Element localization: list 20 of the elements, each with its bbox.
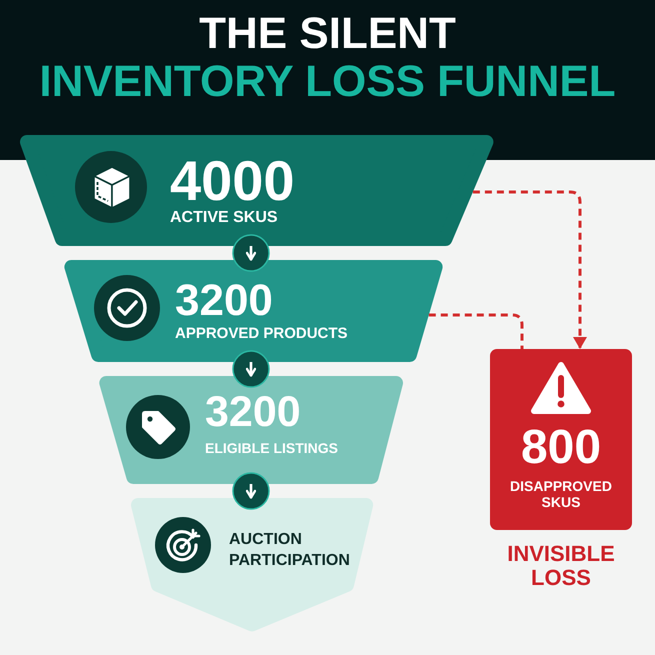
stage-count: 4000: [170, 153, 295, 209]
loss-count: 800: [520, 424, 602, 472]
down-arrow: [246, 484, 256, 499]
funnel-stage: [129, 498, 375, 632]
loss-label: DISAPPROVED SKUS: [509, 478, 613, 510]
funnel-stage: [97, 376, 405, 484]
stage-label: ELIGIBLE LISTINGS: [205, 440, 338, 457]
alert-box: [490, 349, 632, 530]
stage-label: ACTIVE SKUS: [170, 209, 278, 227]
dashed-connector: [428, 314, 524, 349]
dashed-connector: [472, 190, 587, 349]
stage-count: 3200: [205, 391, 301, 434]
loss-caption: INVISIBLE LOSS: [506, 542, 616, 590]
title: THE SILENT INVENTORY LOSS FUNNEL: [39, 10, 616, 106]
stage-label: AUCTION PARTICIPATION: [229, 530, 351, 571]
funnel-stage: [62, 260, 445, 362]
down-arrow: [246, 246, 256, 261]
down-arrow: [246, 362, 256, 377]
stage-count: 3200: [175, 279, 273, 323]
stage-label: APPROVED PRODUCTS: [175, 325, 348, 343]
